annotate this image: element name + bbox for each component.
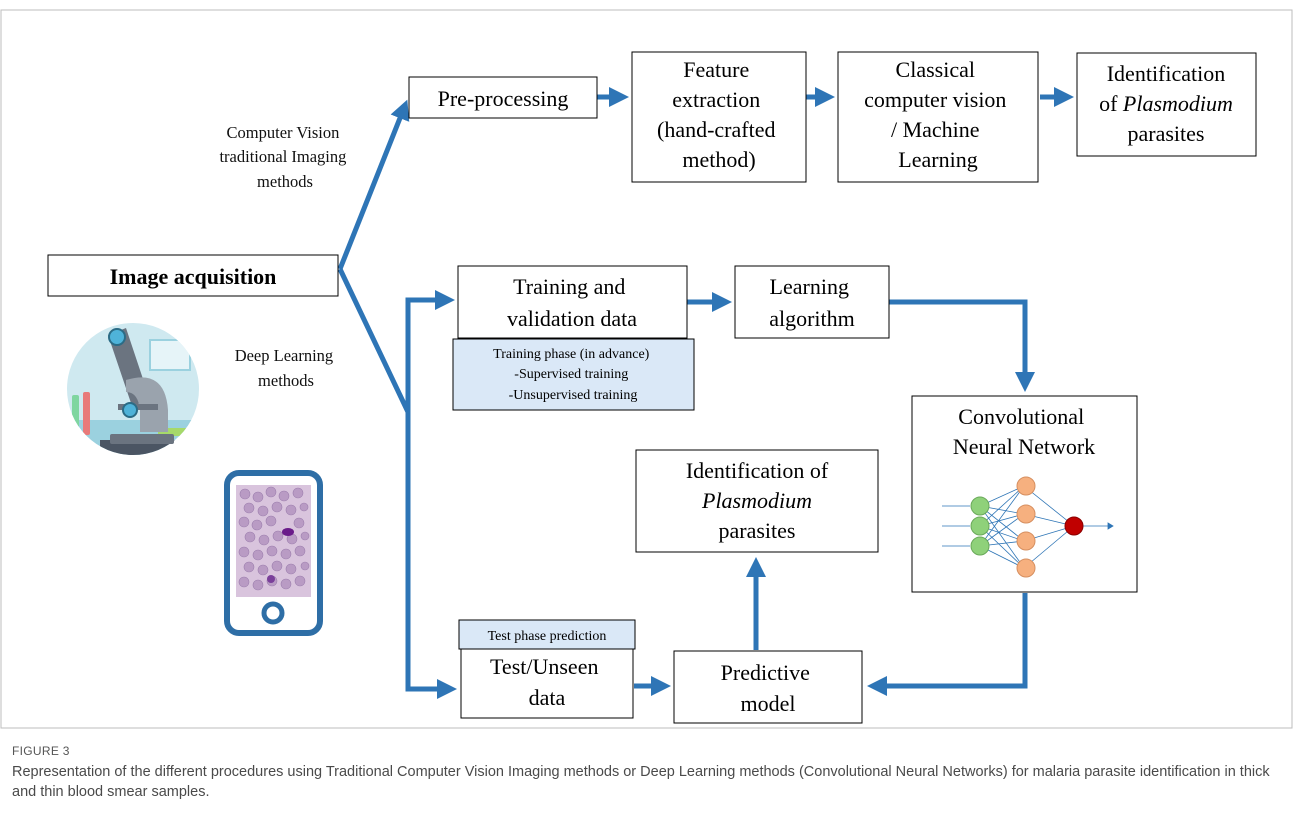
learning-algorithm-box: Learning algorithm <box>734 265 890 339</box>
svg-text:Test phase prediction: Test phase prediction <box>488 629 607 644</box>
arrow-cnn-to-predictive <box>867 593 1028 696</box>
microscope-icon <box>67 323 199 455</box>
identification-top-box: Identification of Plasmodium parasites <box>1076 52 1257 157</box>
svg-text:parasites: parasites <box>1128 121 1205 146</box>
svg-text:Learning algorithm: Learning algorithm <box>769 274 855 331</box>
cnn-box: Convolutional Neural Network <box>911 395 1138 593</box>
test-phase-note: Test phase prediction <box>458 619 636 650</box>
classical-cv-box: Classical computer vision / Machine Lear… <box>837 51 1039 183</box>
svg-text:Pre-processing: Pre-processing <box>438 86 569 111</box>
arrow-to-dl-trunk <box>337 267 411 414</box>
svg-text:Training phase (in advance): Training phase (in advance) -Supervised … <box>493 347 653 403</box>
svg-text:Identification: Identification <box>1107 61 1226 86</box>
svg-text:Classical computer visio: Classical computer vision / Machine Lear… <box>864 57 1012 172</box>
svg-text:Identification of: Identification of <box>686 458 829 483</box>
feature-extraction-box: Feature extraction (hand-crafted method) <box>631 51 807 183</box>
smartphone-blood-smear-icon <box>224 470 323 636</box>
connectors <box>337 87 1074 699</box>
arrow-trunk-to-training <box>405 290 455 689</box>
predictive-model-box: Predictive model <box>673 650 863 724</box>
cv-branch-label: Computer Vision traditional Imaging meth… <box>219 123 350 191</box>
svg-text:Training and validation: Training and validation data <box>507 274 637 331</box>
identification-mid-box: Identification of Plasmodium parasites <box>635 449 879 553</box>
figure-border <box>0 9 1293 729</box>
figure-caption: Representation of the different procedur… <box>12 764 1270 800</box>
figure-label: FIGURE 3 <box>12 744 70 758</box>
preprocessing-box: Pre-processing <box>408 76 598 119</box>
svg-text:of Plasmodium: of Plasmodium <box>1099 91 1233 116</box>
network-nodes <box>970 476 1084 578</box>
arrow-trunk-to-test <box>405 400 457 699</box>
dl-branch-label: Deep Learning methods <box>235 346 338 390</box>
svg-text:Plasmodium: Plasmodium <box>701 488 812 513</box>
training-data-box: Training and validation data <box>457 265 688 339</box>
training-phase-note: Training phase (in advance) -Supervised … <box>452 338 695 411</box>
svg-text:Feature extraction: Feature extraction (hand-crafted method) <box>657 57 781 172</box>
svg-text:Convolutional Neural Net: Convolutional Neural Network <box>953 404 1095 459</box>
arrow-to-preprocessing <box>337 99 410 270</box>
svg-text:Image acquisition: Image acquisition <box>110 264 277 289</box>
svg-text:parasites: parasites <box>719 518 796 543</box>
test-data-box: Test/Unseen data <box>460 648 634 719</box>
svg-text:Test/Unseen data: Test/Unseen data <box>490 654 604 710</box>
arrow-learning-to-cnn <box>889 299 1035 392</box>
image-acquisition-box: Image acquisition <box>47 254 339 297</box>
svg-text:Predictive model: Predictive model <box>721 660 816 716</box>
